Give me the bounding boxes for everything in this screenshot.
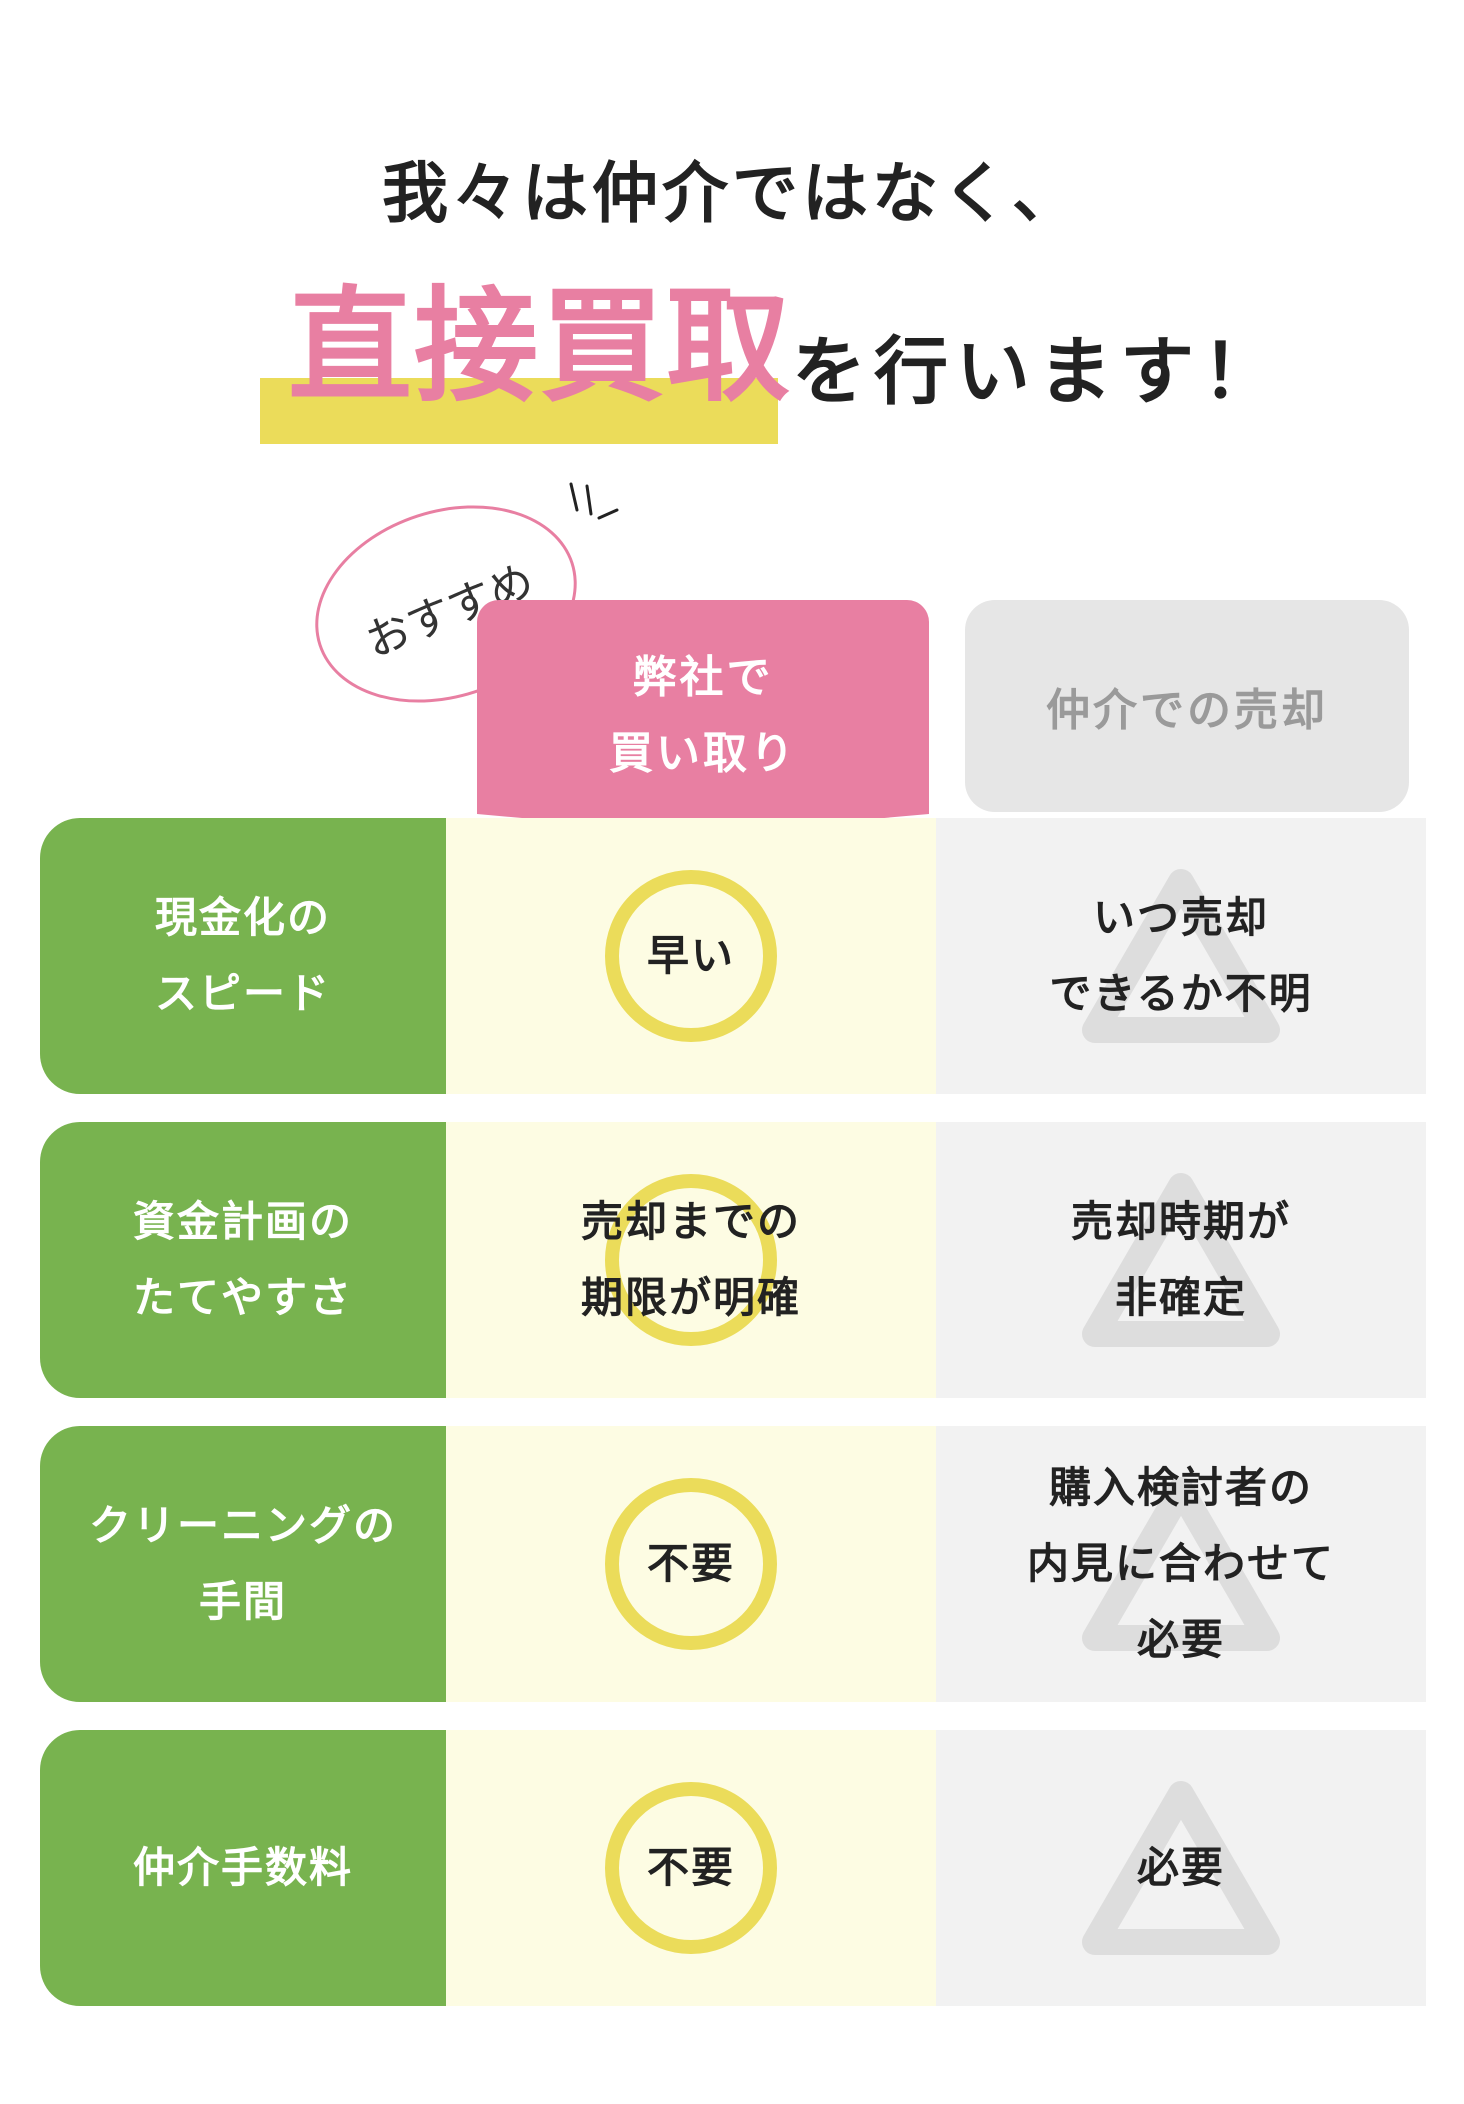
headline-highlight: 直接買取 [288, 275, 793, 419]
row-agent-speed: いつ売却 できるか不明 [936, 818, 1426, 1094]
row-us-funding-plan: 売却までの 期限が明確 [446, 1122, 936, 1398]
row-us-speed: 早い [446, 818, 936, 1094]
cell-us-funding-plan: 売却までの 期限が明確 [580, 1197, 801, 1322]
row-label-cleaning: クリーニングの 手間 [40, 1426, 446, 1702]
headline-line1: 我々は仲介ではなく、 [382, 155, 1082, 232]
cell-us-cleaning: 不要 [646, 1539, 735, 1588]
row-agent-funding-plan: 売却時期が 非確定 [936, 1122, 1426, 1398]
triangle-mark-icon [1082, 869, 1280, 1043]
triangle-mark-icon [1082, 1173, 1280, 1347]
cell-agent-funding-plan: 売却時期が 非確定 [1070, 1197, 1291, 1322]
row-label-speed: 現金化の スピード [40, 818, 446, 1094]
triangle-mark-icon [1082, 1477, 1280, 1651]
headline-rest: を行います！ [792, 329, 1285, 415]
row-agent-cleaning: 購入検討者の 内見に合わせて 必要 [936, 1426, 1426, 1702]
column-header-us: 弊社で 買い取り [477, 600, 929, 812]
row-agent-commission: 必要 [936, 1730, 1426, 2006]
cell-agent-cleaning: 購入検討者の 内見に合わせて 必要 [1026, 1463, 1335, 1664]
column-header-agent: 仲介での売却 [965, 600, 1409, 812]
cell-us-speed: 早い [646, 931, 735, 980]
row-label-commission: 仲介手数料 [40, 1730, 446, 2006]
row-label-funding-plan: 資金計画の たてやすさ [40, 1122, 446, 1398]
cell-agent-commission: 必要 [1136, 1843, 1225, 1892]
highlight-bar [260, 378, 778, 444]
row-us-cleaning: 不要 [446, 1426, 936, 1702]
cell-agent-speed: いつ売却 できるか不明 [1049, 893, 1313, 1018]
sparkle-icon [569, 482, 619, 520]
row-us-commission: 不要 [446, 1730, 936, 2006]
triangle-mark-icon [1082, 1781, 1280, 1955]
cell-us-commission: 不要 [646, 1843, 735, 1892]
headline-line2: 直接買取を行います！ [288, 285, 1284, 409]
